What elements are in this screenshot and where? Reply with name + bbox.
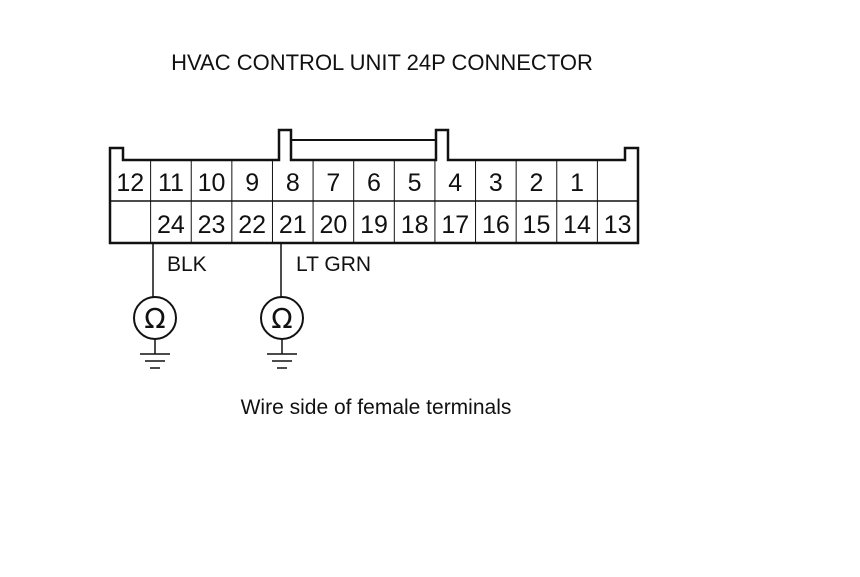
bottom-row: 24 23 22 21 20 19 18 17 16 15 14 13 bbox=[150, 201, 632, 243]
terminal-number-19: 19 bbox=[360, 211, 388, 239]
terminal-number-9: 9 bbox=[245, 169, 259, 197]
terminal-number-10: 10 bbox=[198, 169, 226, 197]
ground-icon bbox=[267, 339, 297, 369]
terminal-number-16: 16 bbox=[482, 211, 510, 239]
terminal-number-18: 18 bbox=[401, 211, 429, 239]
terminal-number-23: 23 bbox=[198, 211, 226, 239]
terminal-number-20: 20 bbox=[319, 211, 347, 239]
ohm-symbol: Ω bbox=[144, 302, 165, 335]
terminal-number-13: 13 bbox=[604, 211, 632, 239]
terminal-number-6: 6 bbox=[367, 169, 381, 197]
terminal-number-1: 1 bbox=[570, 169, 584, 197]
terminal-number-21: 21 bbox=[279, 211, 307, 239]
terminal-number-15: 15 bbox=[523, 211, 551, 239]
probe-terminal-24: BLK Ω bbox=[133, 243, 207, 369]
terminal-number-11: 11 bbox=[158, 169, 184, 197]
terminal-number-4: 4 bbox=[448, 169, 462, 197]
wire-color-label: LT GRN bbox=[296, 253, 371, 276]
terminal-number-14: 14 bbox=[563, 211, 591, 239]
terminal-number-17: 17 bbox=[441, 211, 469, 239]
diagram-title: HVAC CONTROL UNIT 24P CONNECTOR bbox=[171, 50, 593, 75]
probe-terminal-21: LT GRN Ω bbox=[260, 243, 371, 369]
ground-icon bbox=[140, 339, 170, 369]
terminal-number-24: 24 bbox=[157, 211, 185, 239]
terminal-number-22: 22 bbox=[238, 211, 266, 239]
terminal-number-8: 8 bbox=[286, 169, 300, 197]
terminal-number-12: 12 bbox=[116, 169, 144, 197]
diagram-caption: Wire side of female terminals bbox=[241, 396, 512, 419]
ohm-symbol: Ω bbox=[271, 302, 292, 335]
ohmmeter-icon: Ω bbox=[260, 296, 304, 340]
connector-housing bbox=[108, 128, 640, 245]
terminal-number-3: 3 bbox=[489, 169, 503, 197]
wire-color-label: BLK bbox=[167, 253, 207, 276]
ohmmeter-icon: Ω bbox=[133, 296, 177, 340]
terminal-number-2: 2 bbox=[530, 169, 544, 197]
terminal-number-7: 7 bbox=[326, 169, 340, 197]
terminal-number-5: 5 bbox=[408, 169, 422, 197]
